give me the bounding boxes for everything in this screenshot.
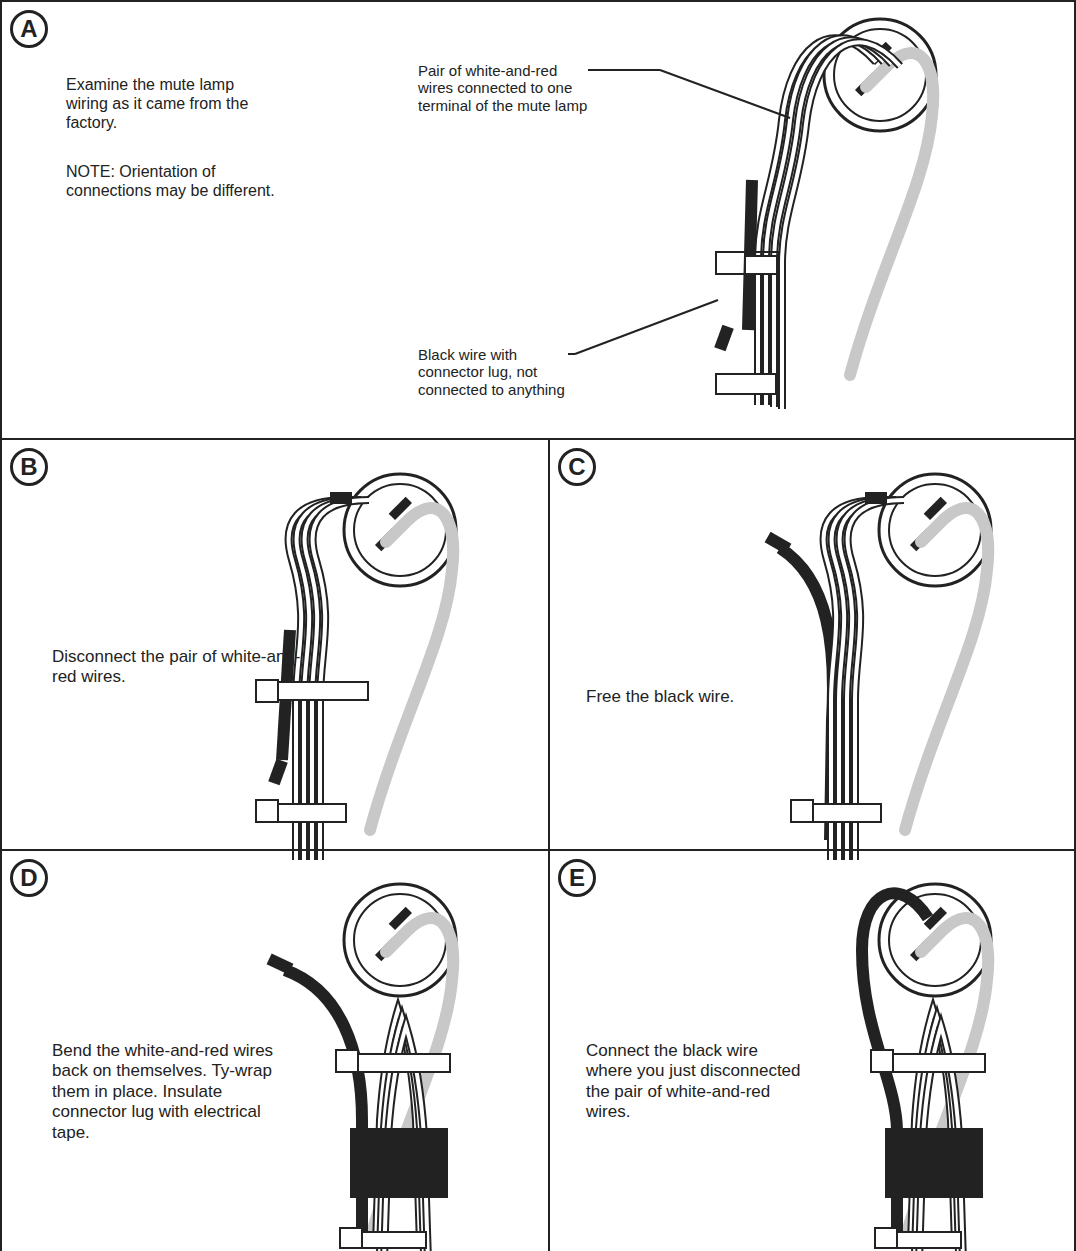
step-letter: C (558, 448, 596, 486)
instruction-text: Disconnect the pair of white-and-red wir… (52, 647, 302, 688)
step-letter: B (10, 448, 48, 486)
step-letter-text: B (20, 455, 37, 479)
instruction-text: Bend the white-and-red wires back on the… (52, 1041, 277, 1143)
callout-label: Black wire with connector lug, not conne… (418, 346, 568, 398)
step-panel: Free the black wire. C (548, 438, 1076, 851)
instruction-text: Connect the black wire where you just di… (586, 1041, 801, 1123)
step-panel: Bend the white-and-red wires back on the… (0, 849, 550, 1251)
step-panel: Connect the black wire where you just di… (548, 849, 1076, 1251)
instruction-text: NOTE: Orientation of connections may be … (66, 162, 281, 200)
step-panel: Disconnect the pair of white-and-red wir… (0, 438, 550, 851)
step-letter-text: A (20, 17, 37, 41)
step-letter-text: D (20, 866, 37, 890)
step-letter-text: E (569, 866, 585, 890)
instruction-text: Examine the mute lamp wiring as it came … (66, 75, 256, 133)
callout-label: Pair of white-and-red wires connected to… (418, 62, 588, 114)
step-letter: A (10, 10, 48, 48)
step-letter: E (558, 859, 596, 897)
instruction-text: Free the black wire. (586, 687, 806, 707)
step-letter: D (10, 859, 48, 897)
step-letter-text: C (568, 455, 585, 479)
